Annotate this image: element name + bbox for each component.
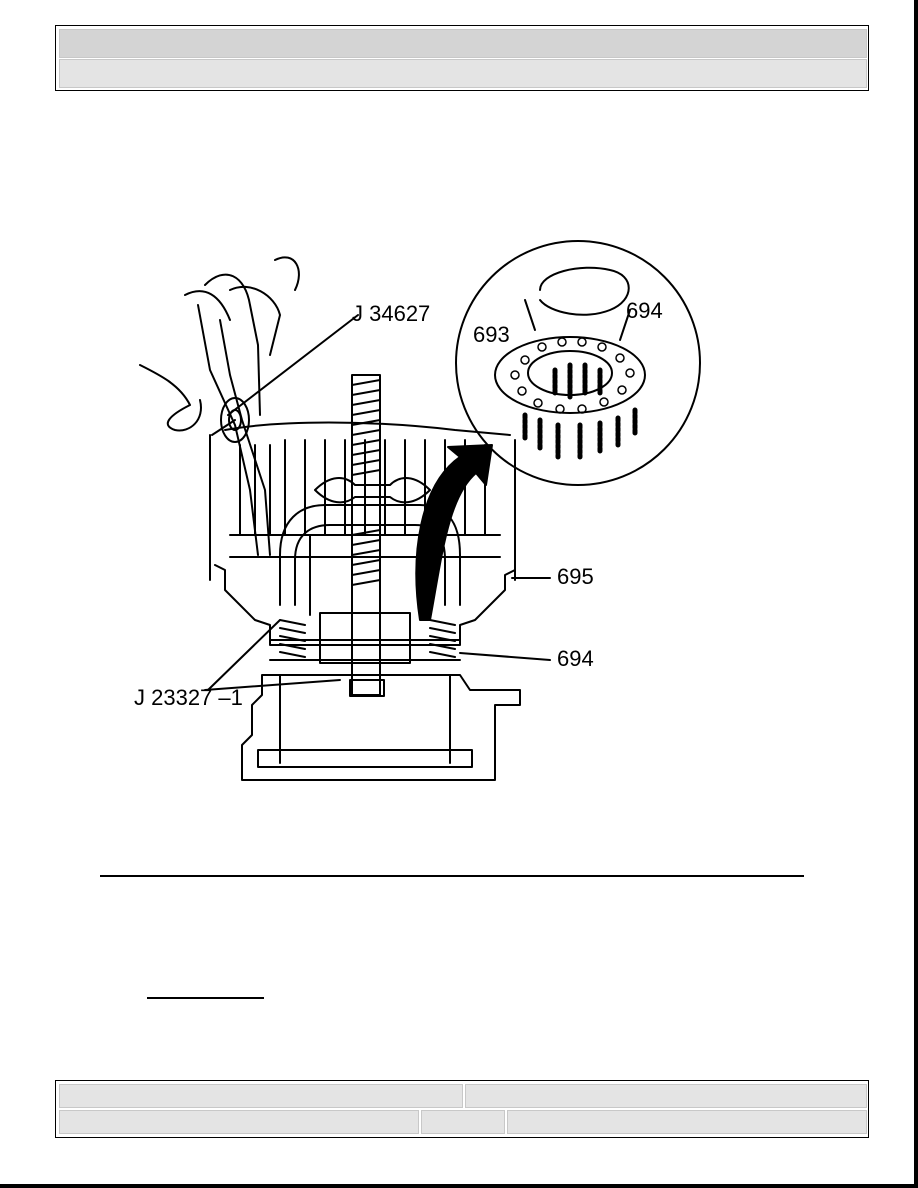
footer-cell-4 — [421, 1110, 505, 1134]
label-694-inset: 694 — [626, 298, 663, 323]
header-subtitle-cell — [59, 59, 867, 88]
label-695: 695 — [557, 564, 594, 589]
footer-cell-2 — [465, 1084, 867, 1108]
label-j23327: J 23327 –1 — [134, 685, 243, 710]
label-693: 693 — [473, 322, 510, 347]
header-table — [55, 25, 869, 91]
footer-cell-1 — [59, 1084, 463, 1108]
technical-illustration: J 34627 J 23327 –1 693 694 695 694 — [130, 235, 710, 785]
short-underline — [147, 997, 264, 999]
label-j34627: J 34627 — [352, 301, 431, 326]
footer-cell-5 — [507, 1110, 867, 1134]
label-694-main: 694 — [557, 646, 594, 671]
footer-table — [55, 1080, 869, 1138]
footer-cell-3 — [59, 1110, 419, 1134]
section-divider — [100, 875, 804, 877]
header-title-cell — [59, 29, 867, 58]
illustration-drawing — [139, 240, 701, 781]
